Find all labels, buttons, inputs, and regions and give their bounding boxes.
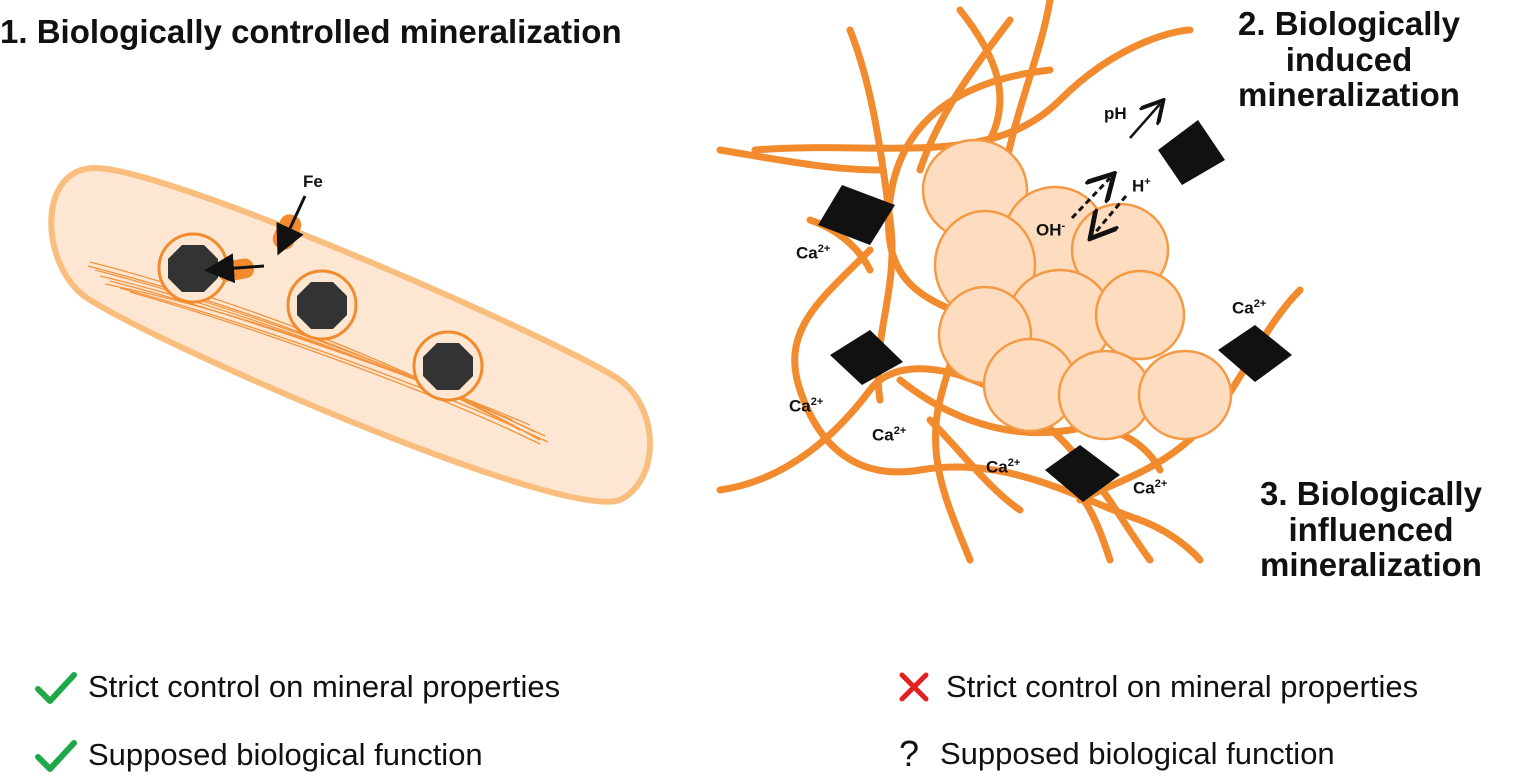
proton-label: H+ [1132, 176, 1151, 196]
fe-transfer-arrow [204, 253, 265, 284]
legend-right-item-2: ? Supposed biological function [892, 733, 1335, 775]
title-influenced-mineralization: 3. Biologically influenced mineralizatio… [1260, 475, 1482, 584]
calcium-label-3: Ca2+ [789, 396, 824, 416]
calcium-label-2: Ca2+ [1232, 298, 1267, 318]
crystal-5 [1045, 445, 1120, 502]
check-icon [34, 733, 78, 777]
oh-arrow [1070, 178, 1110, 220]
magnetosome-2 [286, 269, 358, 341]
ph-label: pH [1104, 104, 1127, 123]
legend-left-item-2: Supposed biological function [34, 733, 483, 777]
ph-arrow [1129, 104, 1160, 139]
bacterium-cell [48, 164, 653, 505]
check-icon [34, 665, 78, 709]
title-controlled-mineralization: 1. Biologically controlled mineralizatio… [0, 13, 622, 50]
crystal-4 [1218, 325, 1292, 382]
legend-text: Strict control on mineral properties [946, 669, 1419, 704]
calcium-label-4: Ca2+ [872, 425, 907, 445]
h-arrow [1094, 195, 1128, 234]
fe-uptake-arrow [276, 195, 307, 256]
crystal-2 [1158, 120, 1225, 185]
hydroxide-label: OH- [1036, 220, 1066, 240]
calcium-label-6: Ca2+ [1133, 478, 1168, 498]
crystal-3 [830, 330, 903, 385]
fe-label: Fe [303, 172, 323, 191]
legend-left-item-1: Strict control on mineral properties [34, 665, 560, 709]
legend-text: Supposed biological function [940, 736, 1335, 771]
calcium-label-5: Ca2+ [986, 457, 1021, 477]
magnetosome-3 [412, 330, 484, 402]
crystal-1 [818, 185, 895, 245]
title-induced-mineralization: 2. Biologically induced mineralization [1238, 5, 1460, 114]
legend-text: Strict control on mineral properties [88, 669, 561, 704]
crystals [818, 120, 1292, 502]
cell-cluster [921, 138, 1233, 441]
question-icon: ? [898, 733, 920, 774]
cross-icon [892, 665, 936, 709]
legend-right-item-1: Strict control on mineral properties [892, 665, 1418, 709]
eps-fibers [716, 0, 1304, 564]
legend-text: Supposed biological function [88, 737, 483, 772]
calcium-label-1: Ca2+ [796, 243, 831, 263]
cytoskeleton-filament [87, 261, 549, 445]
